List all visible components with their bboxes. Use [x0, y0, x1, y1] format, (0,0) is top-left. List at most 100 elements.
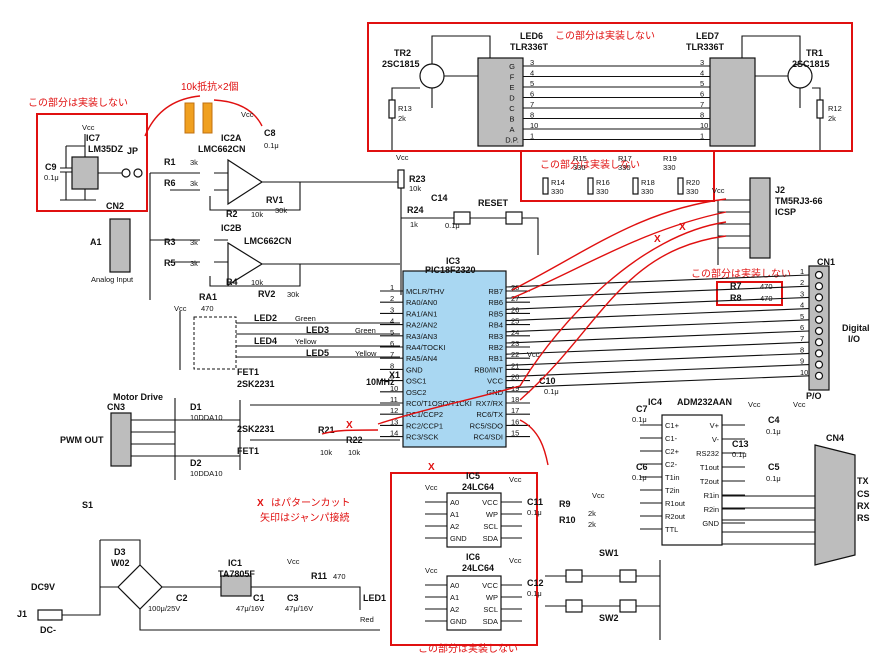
led7-label: LED7	[696, 31, 719, 41]
eeprom-section: この部分は実装しない IC5 24LC64 IC6 24LC64 A0A1A2G…	[390, 471, 661, 655]
ic6-label: IC6	[466, 552, 480, 562]
pic-pin-signal: VCC	[487, 377, 503, 386]
c5-label: C5	[768, 462, 780, 472]
jumper-4	[519, 235, 727, 401]
r8-label: R8	[730, 293, 742, 303]
rv2-label: RV2	[258, 289, 275, 299]
tr2-symbol	[419, 63, 445, 89]
cn1-pin	[814, 270, 824, 280]
jp-left	[121, 168, 131, 178]
segment-resistor-value: 330	[618, 163, 631, 172]
fet1a-label: FET1	[237, 367, 259, 377]
cn4-label: CN4	[826, 433, 844, 443]
adm-pin-signal: TTL	[665, 525, 678, 534]
r23-resistor	[397, 169, 405, 189]
segment-resistor-array: R14330R16330R18330R20330R15330R17330R193…	[542, 154, 700, 196]
pic-pin-number: 20	[511, 373, 519, 382]
jumper-5	[377, 385, 521, 425]
segment-resistor	[677, 177, 684, 195]
c8-value: 0.1μ	[264, 141, 279, 150]
pic-pin-number: 13	[390, 417, 398, 426]
eeprom-pin-signal: SDA	[483, 534, 498, 543]
cn1-wire	[505, 308, 810, 322]
adm-pin-signal: C1-	[665, 434, 678, 443]
eeprom-pin-signal: SCL	[483, 522, 498, 531]
segment-name: G	[509, 62, 515, 71]
led7-type: TLR336T	[686, 42, 725, 52]
segment-pin-number: 3	[530, 58, 534, 67]
pic-pin-signal: MCLR/THV	[406, 287, 444, 296]
cn1-pin	[814, 360, 824, 369]
r5-value: 3k	[190, 259, 198, 268]
cn1-pin-number: 5	[800, 312, 804, 321]
x1-value: 10MHz	[366, 377, 395, 387]
adm-pins: C1+C1-C2+C2-T1inT2inR1outR2outTTLV+V-RS2…	[640, 421, 745, 534]
r1-value: 3k	[190, 158, 198, 167]
r3-label: R3	[164, 237, 176, 247]
r2-value: 10k	[251, 210, 263, 219]
rs-label: RS	[857, 513, 870, 523]
cn1-pin-number: 7	[800, 334, 804, 343]
cn1-pin	[814, 293, 824, 302]
cn1-wire	[505, 296, 810, 310]
adm-pin-signal: T1in	[665, 473, 680, 482]
pic-pin-number: 16	[511, 417, 519, 426]
c6-value: 0.1μ	[632, 473, 647, 482]
cn1-wire	[505, 319, 810, 333]
r4-label: R4	[226, 277, 238, 287]
orange-resistor-1	[184, 102, 195, 134]
orange-resistor-2	[202, 102, 213, 134]
jp-label: JP	[127, 146, 138, 156]
pic-pin-signal: RB7	[488, 287, 503, 296]
legend: X はパターンカット 矢印はジャンパ接続	[257, 497, 351, 524]
led-indicator-section: RA1 470 Vcc LED2 Green LED3 Green LED4 Y…	[174, 292, 400, 370]
pic-pin-number: 4	[390, 317, 394, 326]
r21-value: 10k	[320, 448, 332, 457]
r21-label: R21	[318, 425, 335, 435]
d2-label: D2	[190, 458, 202, 468]
tr1-wires	[741, 35, 801, 108]
pic-pin-number: 10	[390, 384, 398, 393]
segment-name: D	[509, 94, 515, 103]
c10-label: C10	[539, 376, 556, 386]
adm-pin-signal: R2in	[704, 505, 719, 514]
segment-name: C	[509, 104, 515, 113]
cn1-wire	[505, 364, 810, 378]
segment-resistor-label: R15	[573, 154, 587, 163]
c11-label: C11	[527, 497, 543, 507]
pic-pin-signal: RC1/CCP2	[406, 410, 443, 419]
r12-label: R12	[828, 104, 842, 113]
r6-label: R6	[164, 178, 176, 188]
j1-jack	[37, 609, 63, 621]
c4-value: 0.1μ	[766, 427, 781, 436]
c9-value: 0.1μ	[44, 173, 59, 182]
resistor-note: 10k抵抗×2個	[181, 80, 239, 93]
pic-pin-signal: GND	[406, 365, 423, 374]
segment-resistors: この部分は実装しない R14330R16330R18330R20330R1533…	[520, 150, 715, 202]
cn1-pin	[814, 304, 824, 313]
not-impl-box-mid	[520, 150, 715, 202]
ic4-type: ADM232AAN	[677, 397, 732, 407]
r9-label: R9	[559, 499, 571, 509]
segment-resistor-label: R16	[596, 178, 610, 187]
eeprom-pin-signal: A0	[450, 498, 459, 507]
c2-value: 100μ/25V	[148, 604, 180, 613]
pic-pin-number: 7	[390, 350, 394, 359]
vcc-label-ra1: Vcc	[174, 304, 187, 313]
pic-pin-number: 11	[390, 395, 398, 404]
cn1-pin	[814, 326, 824, 336]
cn1-pin	[814, 282, 824, 291]
eeprom-pin-signal: VCC	[482, 581, 498, 590]
segment-pin-number: 5	[530, 79, 534, 88]
ic3-pic18f2320	[402, 270, 507, 448]
icsp-section: J2 TM5RJ3-66 ICSP Vcc	[712, 177, 823, 265]
vcc-label-j2: Vcc	[712, 186, 725, 195]
eeprom-pin-signal: GND	[450, 534, 467, 543]
c4-label: C4	[768, 415, 780, 425]
cut-mark-1: X	[654, 234, 661, 245]
segment-pin-number: 5	[700, 79, 704, 88]
segment-pin-number: 7	[530, 100, 534, 109]
tr1-type: 2SC1815	[792, 59, 830, 69]
cn1-wire	[505, 341, 810, 355]
